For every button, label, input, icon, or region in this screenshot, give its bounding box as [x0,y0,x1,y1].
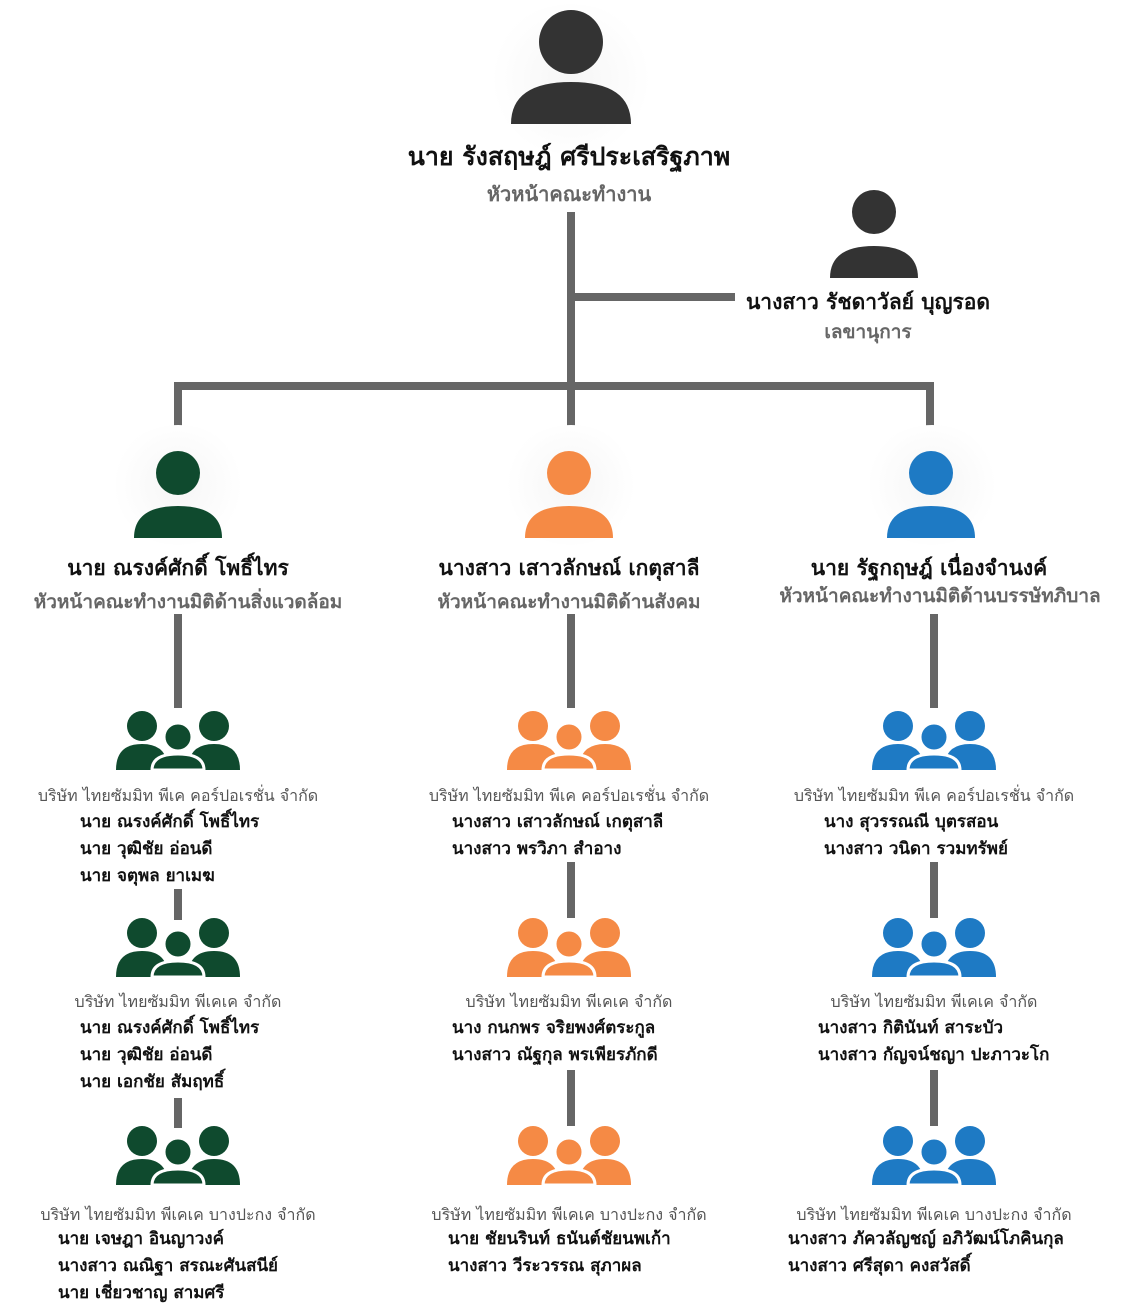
group-icon [872,1126,996,1187]
secretary-name: นางสาว รัชดาวัลย์ บุญรอด [745,290,991,314]
member-list: นางสาว ภัควลัญชญ์ อภิวัฒน์โภคินกุลนางสาว… [788,1226,1064,1280]
member-name: นางสาว ศรีสุดา คงสวัสดิ์ [788,1256,971,1276]
member-name: นางสาว เสาวลักษณ์ เกตุสาลี [452,812,664,832]
member-name: นาง กนกพร จริยพงศ์ตระกูล [452,1018,656,1038]
member-list: นางสาว กิตินันท์ สาระบัวนางสาว กัญจน์ชญา… [818,1015,1049,1069]
member-name: นางสาว กิตินันท์ สาระบัว [818,1018,1004,1038]
pillar3-name: นาย รัฐกฤษฎ์ เนื่องจำนงค์ [810,556,1048,580]
member-name: นาง สุวรรณณี บุตรสอน [824,812,999,832]
member-list: นาย เจษฎา อินญาวงค์นางสาว ณณิฐา สรณะศันส… [58,1226,278,1307]
company-name: บริษัท ไทยซัมมิท พีเคเค จำกัด [465,992,673,1011]
person-icon [511,10,631,124]
group-icon [507,918,631,979]
member-list: นาย ณรงค์ศักดิ์ โพธิ์ไทรนาย วุฒิชัย อ่อน… [80,1015,259,1096]
member-name: นางสาว ณัฐกุล พรเพียรภักดี [452,1045,658,1065]
company-name: บริษัท ไทยซัมมิท พีเคเค บางปะกง จำกัด [40,1205,316,1224]
member-name: นาย เอกชัย สัมฤทธิ์ [80,1072,225,1092]
member-name: นาย ชัยนรินท์ ธนันต์ชัยนพเก้า [448,1229,671,1249]
person-icon [887,451,975,538]
member-name: นาย วุฒิชัย อ่อนดี [80,839,213,859]
member-list: นาง กนกพร จริยพงศ์ตระกูลนางสาว ณัฐกุล พร… [452,1015,658,1069]
member-name: นางสาว ภัควลัญชญ์ อภิวัฒน์โภคินกุล [788,1229,1064,1249]
member-name: นาย วุฒิชัย อ่อนดี [80,1045,213,1065]
member-name: นาย ณรงค์ศักดิ์ โพธิ์ไทร [80,1018,260,1038]
company-name: บริษัท ไทยซัมมิท พีเคเค จำกัด [830,992,1038,1011]
group-icon [116,1126,240,1187]
group-icon [116,918,240,979]
member-name: นางสาว ณณิฐา สรณะศันสนีย์ [58,1256,279,1276]
member-name: นางสาว วีระวรรณ สุภาผล [448,1256,642,1276]
group-icon [872,711,996,772]
member-list: นาย ณรงค์ศักดิ์ โพธิ์ไทรนาย วุฒิชัย อ่อน… [80,809,259,890]
member-list: นางสาว เสาวลักษณ์ เกตุสาลีนางสาว พรวิภา … [452,809,663,863]
group-icon [507,1126,631,1187]
member-name: นาย เจษฎา อินญาวงค์ [58,1229,224,1249]
company-name: บริษัท ไทยซัมมิท พีเคเค บางปะกง จำกัด [796,1205,1072,1224]
pillar1-role: หัวหน้าคณะทำงานมิติด้านสิ่งแวดล้อม [33,591,343,613]
company-name: บริษัท ไทยซัมมิท พีเคเค บางปะกง จำกัด [431,1205,707,1224]
group-icon [116,711,240,772]
pillar2-role: หัวหน้าคณะทำงานมิติด้านสังคม [437,591,701,613]
member-name: นางสาว พรวิภา สำอาง [452,839,622,859]
member-name: นาย จตุพล ยาเมฆ [80,866,215,886]
member-list: นาย ชัยนรินท์ ธนันต์ชัยนพเก้านางสาว วีระ… [448,1226,671,1280]
company-name: บริษัท ไทยซัมมิท พีเค คอร์ปอเรชั่น จำกัด [793,786,1075,805]
group-icon [507,711,631,772]
person-icon [830,190,918,278]
person-icon [134,451,222,538]
head-role: หัวหน้าคณะทำงาน [486,182,652,206]
group-icon [872,918,996,979]
person-icon [525,451,613,538]
secretary-role: เลขานุการ [824,321,912,343]
company-name: บริษัท ไทยซัมมิท พีเค คอร์ปอเรชั่น จำกัด [428,786,710,805]
member-name: นาย เชี่ยวชาญ สามศรี [58,1283,225,1303]
member-name: นางสาว วนิดา รวมทรัพย์ [824,839,1008,859]
company-name: บริษัท ไทยซัมมิท พีเค คอร์ปอเรชั่น จำกัด [37,786,319,805]
pillar3-role: หัวหน้าคณะทำงานมิติด้านบรรษัทภิบาล [779,585,1101,607]
pillar2-name: นางสาว เสาวลักษณ์ เกตุสาลี [438,556,700,580]
head-name: นาย รังสฤษฎ์ ศรีประเสริฐภาพ [407,142,731,171]
company-name: บริษัท ไทยซัมมิท พีเคเค จำกัด [74,992,282,1011]
member-name: นางสาว กัญจน์ชญา ปะภาวะโก [818,1045,1050,1065]
member-list: นาง สุวรรณณี บุตรสอนนางสาว วนิดา รวมทรัพ… [824,809,1008,863]
pillar1-name: นาย ณรงค์ศักดิ์ โพธิ์ไทร [67,556,289,580]
member-name: นาย ณรงค์ศักดิ์ โพธิ์ไทร [80,812,260,832]
